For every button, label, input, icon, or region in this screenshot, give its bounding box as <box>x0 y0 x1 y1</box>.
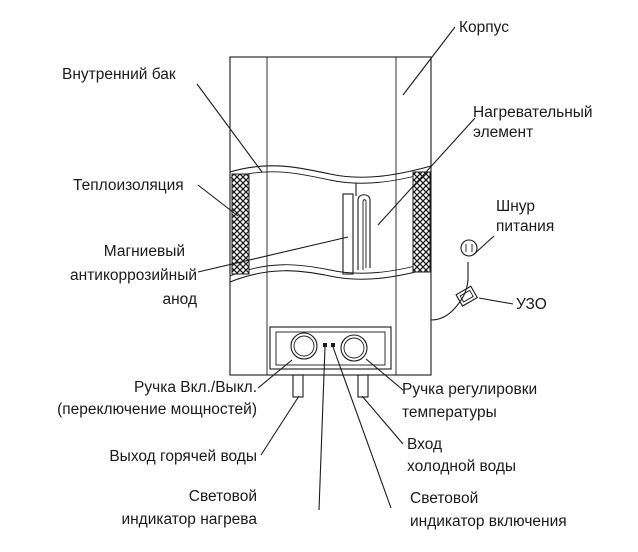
power-indicator-light <box>331 343 335 347</box>
heater-casing <box>229 56 432 376</box>
label-cold-water-inlet-2: холодной воды <box>407 458 516 475</box>
label-heating-element-2: элемент <box>473 124 533 141</box>
rcd-device <box>455 285 479 307</box>
label-heating-element-1: Нагревательный <box>473 104 593 121</box>
label-anode-1: Магниевый <box>104 243 185 260</box>
labels: Корпус Внутренний бак Нагревательный эле… <box>57 19 592 530</box>
label-anode-2: антикоррозийный <box>70 267 197 284</box>
label-rcd: УЗО <box>516 296 547 313</box>
label-power-knob-2: (переключение мощностей) <box>57 401 257 418</box>
label-power-cord-2: питания <box>496 218 554 235</box>
label-hot-water-outlet: Выход горячей воды <box>109 448 257 465</box>
control-panel <box>269 326 392 370</box>
leader-lines <box>196 26 514 511</box>
insulation-right <box>412 171 431 273</box>
insulation-left <box>231 173 250 275</box>
cold-water-pipe <box>357 374 369 398</box>
label-power-indicator-1: Световой <box>410 490 478 507</box>
inner-tank <box>229 165 432 283</box>
label-inner-tank: Внутренний бак <box>62 66 176 83</box>
label-power-knob-1: Ручка Вкл./Выкл. <box>134 379 257 396</box>
label-body: Корпус <box>459 19 509 36</box>
power-knob[interactable] <box>290 332 318 360</box>
label-heating-indicator-1: Световой <box>189 488 257 505</box>
label-temp-knob-1: Ручка регулировки <box>402 381 537 398</box>
heating-element <box>342 183 371 275</box>
label-anode-3: анод <box>162 291 197 308</box>
label-power-indicator-2: индикатор включения <box>410 513 567 530</box>
power-cord <box>430 239 479 321</box>
heating-indicator-light <box>323 343 327 347</box>
label-temp-knob-2: температуры <box>402 404 497 421</box>
thermal-insulation <box>231 171 431 275</box>
temperature-knob[interactable] <box>340 334 368 362</box>
label-insulation: Теплоизоляция <box>73 177 184 194</box>
hot-water-pipe <box>292 374 304 398</box>
label-power-cord-1: Шнур <box>496 198 535 215</box>
label-cold-water-inlet-1: Вход <box>407 436 442 453</box>
label-heating-indicator-2: индикатор нагрева <box>121 511 257 528</box>
plug-icon <box>460 239 478 257</box>
